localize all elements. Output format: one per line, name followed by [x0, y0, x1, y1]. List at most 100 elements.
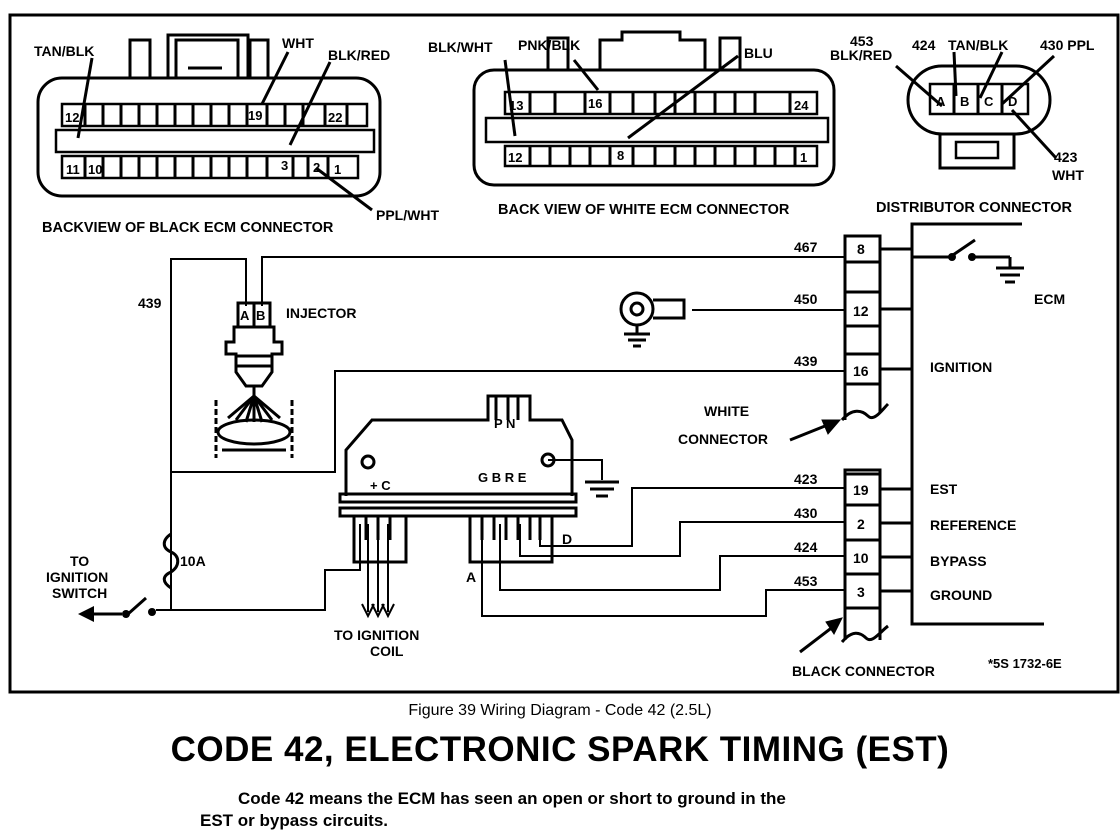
module-a-label: A	[466, 569, 476, 585]
diagram-border	[8, 13, 1120, 694]
circuit-430: 430	[794, 505, 818, 521]
figure-caption: Figure 39 Wiring Diagram - Code 42 (2.5L…	[408, 702, 712, 719]
circuit-424: 424	[794, 539, 818, 555]
to-ignition-coil-1: TO IGNITION	[334, 627, 419, 643]
module-pn-label: P N	[494, 416, 515, 431]
part-number-label: *5S 1732-6E	[988, 656, 1062, 671]
ignition-switch-contact-1	[122, 610, 130, 618]
bypass-label: BYPASS	[930, 553, 987, 569]
dist-wht-label: WHT	[1052, 167, 1084, 183]
ecm-terminal-10: 10	[853, 550, 869, 566]
ecm-terminal-3: 3	[857, 584, 865, 600]
ecm-terminal-block	[840, 222, 1044, 643]
to-ignition-switch-3: SWITCH	[52, 585, 107, 601]
black-wht-label: WHT	[282, 35, 314, 51]
black-tan-blk-label: TAN/BLK	[34, 43, 94, 59]
white-connector-label-1: WHITE	[704, 403, 749, 419]
dist-pin-c: C	[984, 94, 994, 109]
module-ground-symbol	[585, 480, 619, 498]
black-ppl-wht-label: PPL/WHT	[376, 207, 439, 223]
black-connector-arrow	[799, 617, 843, 654]
white-pin-13: 13	[509, 98, 523, 113]
description-line-1: Code 42 means the ECM has seen an open o…	[238, 789, 786, 808]
circuit-450: 450	[794, 291, 818, 307]
injector-label: INJECTOR	[286, 305, 357, 321]
white-connector-arrow	[789, 419, 842, 442]
wiring-diagram: TAN/BLK WHT BLK/RED PPL/WHT 12 19 22 11 …	[8, 13, 1120, 694]
injector-pin-a: A	[240, 308, 250, 323]
ecm-terminal-8: 8	[857, 241, 865, 257]
dist-pin-d: D	[1008, 94, 1017, 109]
black-pin-10: 10	[88, 162, 102, 177]
distributor-connector-shape	[895, 51, 1058, 170]
black-pin-12: 12	[65, 110, 79, 125]
dist-430-ppl-label: 430 PPL	[1040, 37, 1095, 53]
dist-424-label: 424	[912, 37, 936, 53]
ecm-terminal-2: 2	[857, 516, 865, 532]
circuit-439-left: 439	[138, 295, 162, 311]
ignition-switch	[90, 596, 147, 616]
white-ecm-caption: BACK VIEW OF WHITE ECM CONNECTOR	[498, 202, 790, 218]
black-ecm-connector	[36, 33, 382, 212]
coil-arrows	[361, 603, 395, 619]
black-connector-label: BLACK CONNECTOR	[792, 663, 935, 679]
ground-label: GROUND	[930, 587, 992, 603]
module-gbre-label: G B R E	[478, 470, 527, 485]
circuit-453: 453	[794, 573, 818, 589]
black-ecm-caption: BACKVIEW OF BLACK ECM CONNECTOR	[42, 220, 334, 236]
circuit-467: 467	[794, 239, 818, 255]
ignition-module	[338, 394, 578, 564]
ignition-label: IGNITION	[930, 359, 992, 375]
black-pin-1: 1	[334, 162, 341, 177]
black-pin-19: 19	[248, 108, 262, 123]
dist-423-label: 423	[1054, 149, 1078, 165]
ecm-terminal-19: 19	[853, 482, 869, 498]
module-plus-c-label: + C	[370, 478, 391, 493]
est-label: EST	[930, 481, 958, 497]
dist-453-label: 453	[850, 33, 874, 49]
white-pin-24: 24	[794, 98, 809, 113]
ecm-switch-contact-1	[948, 253, 956, 261]
to-ignition-switch-2: IGNITION	[46, 569, 108, 585]
page-title: CODE 42, ELECTRONIC SPARK TIMING (EST)	[170, 730, 950, 769]
black-pin-22: 22	[328, 110, 342, 125]
ecm-terminal-12: 12	[853, 303, 869, 319]
circuit-wires	[156, 256, 845, 617]
reference-label: REFERENCE	[930, 517, 1016, 533]
white-blk-wht-label: BLK/WHT	[428, 39, 493, 55]
dist-pin-a: A	[936, 94, 946, 109]
white-pin-12: 12	[508, 150, 522, 165]
white-pin-16: 16	[588, 96, 602, 111]
ecm-label: ECM	[1034, 291, 1065, 307]
fuse-label: 10A	[180, 553, 206, 569]
ecm-switch-contact-2	[968, 253, 976, 261]
black-pin-3: 3	[281, 158, 288, 173]
white-connector-label-2: CONNECTOR	[678, 431, 768, 447]
ground-ring-terminal	[619, 291, 686, 348]
to-ignition-switch-1: TO	[70, 553, 89, 569]
white-pin-8: 8	[617, 148, 624, 163]
description: Code 42 means the ECM has seen an open o…	[200, 788, 960, 832]
black-pin-2: 2	[313, 160, 320, 175]
description-line-2: EST or bypass circuits.	[200, 811, 389, 830]
black-blk-red-label: BLK/RED	[328, 47, 390, 63]
black-pin-11: 11	[66, 162, 80, 177]
white-blu-label: BLU	[744, 45, 773, 61]
injector-pin-b: B	[256, 308, 265, 323]
circuit-423: 423	[794, 471, 818, 487]
ignition-switch-arrow-icon	[78, 606, 94, 622]
circuit-439-ignition: 439	[794, 353, 818, 369]
white-pin-1: 1	[800, 150, 807, 165]
white-pnk-blk-label: PNK/BLK	[518, 37, 580, 53]
distributor-connector-caption: DISTRIBUTOR CONNECTOR	[876, 200, 1073, 216]
ecm-terminal-16: 16	[853, 363, 869, 379]
module-d-label: D	[562, 531, 572, 547]
dist-blk-red-label: BLK/RED	[830, 47, 892, 63]
dist-tan-blk-label: TAN/BLK	[948, 37, 1008, 53]
to-ignition-coil-2: COIL	[370, 643, 404, 659]
fuse-10a	[162, 532, 180, 590]
injector	[214, 301, 294, 458]
dist-pin-b: B	[960, 94, 969, 109]
white-ecm-connector	[472, 30, 836, 187]
ignition-switch-contact-2	[148, 608, 156, 616]
